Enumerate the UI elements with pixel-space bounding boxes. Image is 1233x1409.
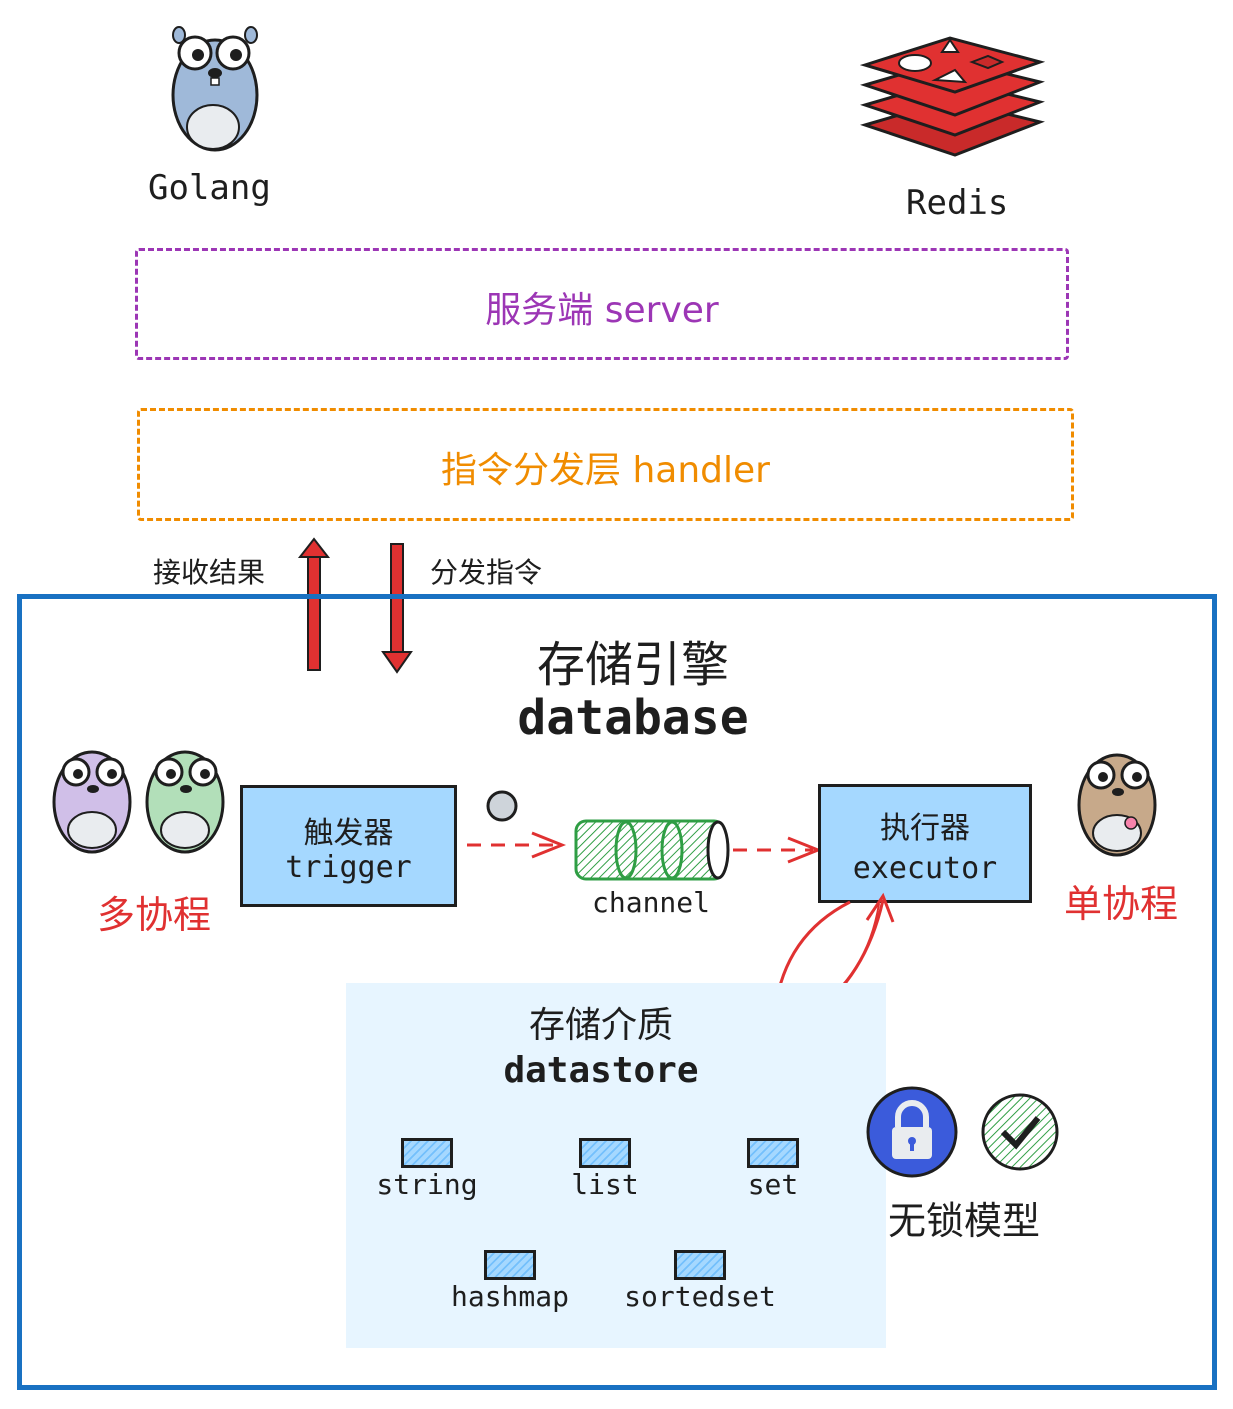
golang-label: Golang	[148, 168, 271, 208]
datastore-item-label: set	[747, 1168, 799, 1201]
lock-free-label: 无锁模型	[888, 1199, 1041, 1243]
database-container	[17, 594, 1217, 1390]
executor-label-cn: 执行器	[880, 811, 970, 846]
gopher-icon	[171, 26, 259, 152]
datastore-title-cn: 存储介质	[528, 1005, 673, 1046]
datastore-item-list: list	[550, 1138, 660, 1201]
single-gopher-icon	[1077, 753, 1157, 857]
channel-icon	[574, 819, 730, 881]
down-arrow-icon	[381, 543, 413, 674]
datastore-item-string: string	[372, 1138, 482, 1201]
datastore-item-label: string	[376, 1168, 478, 1201]
trigger-label-en: trigger	[285, 850, 412, 885]
check-icon	[981, 1093, 1059, 1171]
database-title-en: database	[517, 690, 749, 746]
list-icon	[579, 1138, 631, 1168]
trigger-box: 触发器 trigger	[240, 785, 457, 907]
database-title-cn: 存储引擎	[536, 637, 729, 693]
channel-label: channel	[592, 886, 711, 919]
datastore-title-en: datastore	[503, 1050, 699, 1091]
handler-layer: 指令分发层 handler	[137, 408, 1074, 521]
string-icon	[401, 1138, 453, 1168]
datastore-item-hashmap: hashmap	[440, 1250, 580, 1313]
sortedset-icon	[674, 1250, 726, 1280]
handler-label: 指令分发层 handler	[441, 450, 770, 491]
up-arrow-icon	[297, 537, 331, 671]
single-coroutine-label: 单协程	[1064, 882, 1179, 926]
trigger-label-cn: 触发器	[303, 816, 394, 851]
redis-label: Redis	[906, 183, 1009, 223]
executor-label-en: executor	[852, 851, 998, 886]
datastore-item-label: list	[571, 1168, 639, 1201]
redis-logo	[859, 30, 1046, 160]
executor-box: 执行器 executor	[818, 784, 1032, 903]
multi-coroutine-label: 多协程	[97, 893, 212, 937]
circle-marker-icon	[486, 790, 518, 822]
multi-gopher-icon	[52, 750, 225, 854]
datastore-item-label: sortedset	[624, 1280, 776, 1313]
redis-icon	[859, 36, 1046, 157]
set-icon	[747, 1138, 799, 1168]
lock-icon	[866, 1086, 958, 1178]
datastore-item-sortedset: sortedset	[615, 1250, 785, 1313]
server-layer: 服务端 server	[135, 248, 1069, 360]
datastore-item-label: hashmap	[450, 1280, 569, 1313]
dispatch-command-label: 分发指令	[430, 556, 543, 589]
trigger-to-channel-arrow	[467, 831, 567, 859]
hashmap-icon	[484, 1250, 536, 1280]
receive-result-label: 接收结果	[153, 556, 266, 589]
channel-to-executor-arrow	[733, 836, 823, 864]
datastore-item-set: set	[718, 1138, 828, 1201]
golang-logo	[165, 15, 265, 155]
server-label: 服务端 server	[485, 290, 719, 331]
